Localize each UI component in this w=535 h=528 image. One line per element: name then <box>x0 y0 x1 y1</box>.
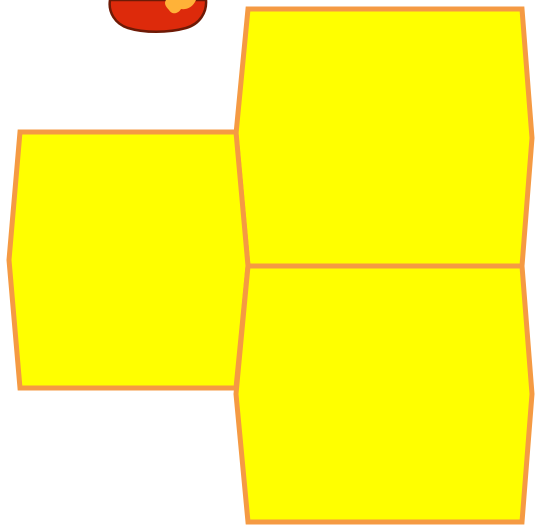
tile-upper-right[interactable] <box>236 9 532 266</box>
tile-left[interactable] <box>9 132 248 388</box>
character-icon <box>110 0 206 32</box>
tile-lower-right[interactable] <box>236 266 532 522</box>
